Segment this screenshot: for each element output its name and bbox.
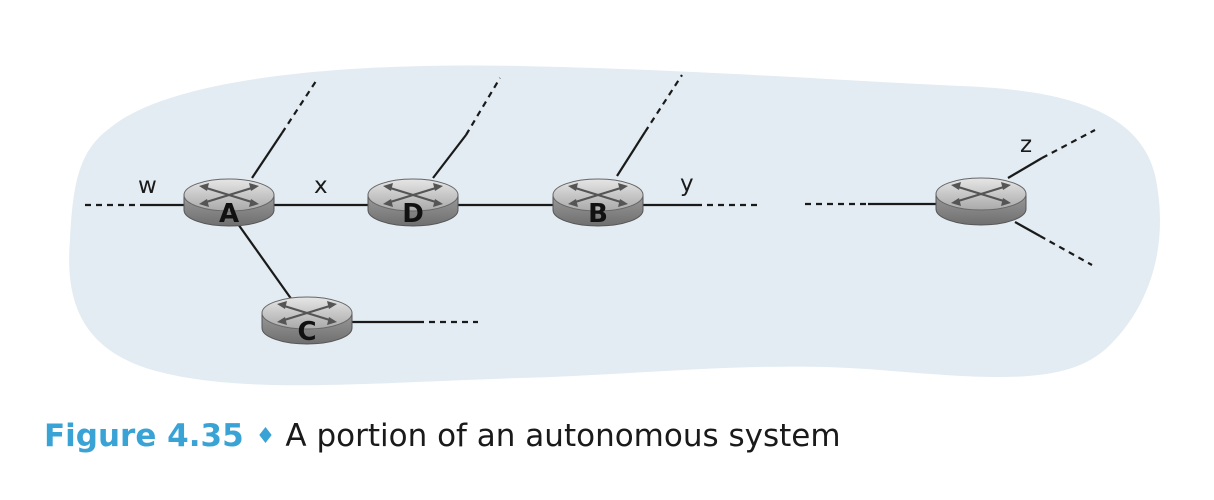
caption-text: A portion of an autonomous system [285,418,841,454]
link-d-up-stub [465,77,501,136]
subnet-label-w: w [138,173,157,199]
router-a: A [182,177,276,229]
links [85,74,1096,324]
link-a-c [237,223,293,301]
router-d: D [366,177,460,229]
router-c: C [260,295,354,347]
figure-caption: Figure 4.35 ♦ A portion of an autonomous s… [44,418,841,454]
router-label: D [402,199,424,229]
link-b-up [616,131,646,177]
link-r-down [1014,221,1041,237]
router-label: B [588,199,608,229]
autonomous-system-diagram: w x y z A D B C [69,65,1160,386]
router-b: B [551,177,645,229]
link-z-stub [1041,129,1096,159]
diamond-icon: ♦ [255,424,276,449]
link-a-up [251,132,283,179]
link-b-up-stub [644,74,683,133]
subnet-label-y: y [680,171,694,197]
link-d-up [432,134,467,179]
router-unlabeled [934,176,1028,227]
router-label: C [297,317,316,347]
router-label: A [219,199,239,229]
link-r-down-stub [1039,235,1093,266]
subnet-label-z: z [1020,132,1032,158]
subnet-label-x: x [314,173,328,199]
link-z [1007,157,1043,179]
figure-number: Figure 4.35 [44,418,244,454]
